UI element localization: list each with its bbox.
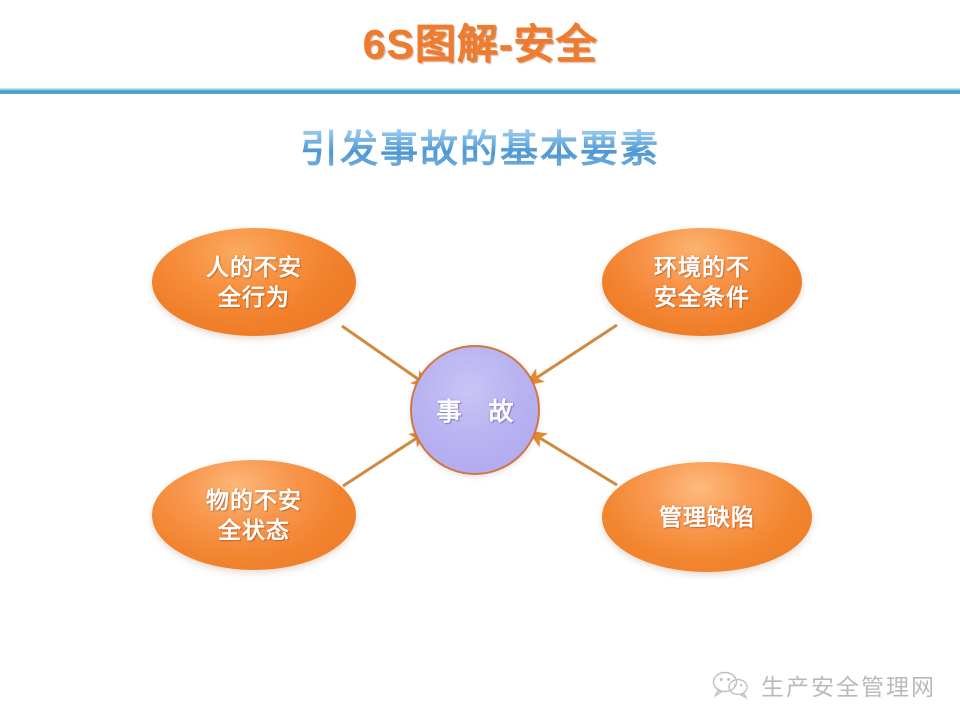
connector-human-to-accident xyxy=(341,324,431,388)
node-object-label-line1: 物的不安 xyxy=(206,486,302,513)
node-management-deficiency[interactable]: 管理缺陷 xyxy=(602,462,812,572)
node-object-label-line2: 全状态 xyxy=(218,517,290,543)
header-divider xyxy=(0,88,960,94)
node-environment-label-line2: 安全条件 xyxy=(654,284,750,310)
node-human-label-line2: 全行为 xyxy=(218,284,290,310)
node-environment-label: 环境的不 安全条件 xyxy=(640,252,764,313)
page-title: 6S图解-安全 xyxy=(362,21,598,67)
node-object-label: 物的不安 全状态 xyxy=(192,485,316,546)
slide-header: 6S图解-安全 xyxy=(0,0,960,95)
connector-environment-to-accident xyxy=(524,323,618,386)
node-environment-unsafe-condition[interactable]: 环境的不 安全条件 xyxy=(602,228,802,336)
node-object-unsafe-state[interactable]: 物的不安 全状态 xyxy=(152,460,356,570)
node-environment-label-line1: 环境的不 xyxy=(654,253,750,280)
node-management-label: 管理缺陷 xyxy=(645,502,769,532)
node-accident-center[interactable]: 事 故 xyxy=(410,345,540,475)
wechat-icon xyxy=(712,671,748,700)
node-human-unsafe-behavior[interactable]: 人的不安 全行为 xyxy=(152,228,356,336)
watermark-label: 生产安全管理网 xyxy=(761,674,936,700)
node-management-label-line1: 管理缺陷 xyxy=(659,503,755,530)
connector-object-to-accident xyxy=(342,430,429,488)
node-human-label: 人的不安 全行为 xyxy=(192,252,316,313)
cause-effect-diagram: 人的不安 全行为 环境的不 安全条件 物的不安 全状态 管理缺陷 事 故 xyxy=(0,180,960,620)
footer-watermark: 生产安全管理网 xyxy=(711,668,936,702)
node-human-label-line1: 人的不安 xyxy=(206,253,302,280)
connector-management-to-accident xyxy=(527,430,618,487)
diagram-connectors xyxy=(341,323,618,488)
section-subtitle: 引发事故的基本要素 xyxy=(0,118,960,173)
